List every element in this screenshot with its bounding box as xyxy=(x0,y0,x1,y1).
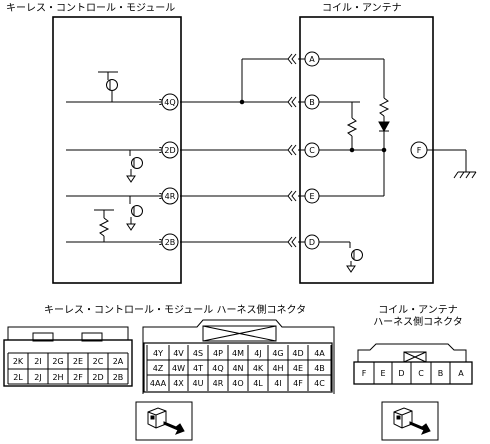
connector-view-icon-right xyxy=(381,401,439,441)
cell-2e: 2E xyxy=(73,357,83,366)
connector-2-cells: 2K 2I 2G 2E 2C 2A 2L 2J 2H 2F 2D 2B xyxy=(13,357,124,382)
cell-4s: 4S xyxy=(193,349,203,358)
connector-4-series xyxy=(142,319,335,394)
cell-antenna-d: D xyxy=(398,369,404,378)
cell-2l: 2L xyxy=(13,373,23,382)
antenna-connector-caption-2: ハーネス側コネクタ xyxy=(373,315,463,328)
cell-4k: 4K xyxy=(253,364,264,373)
cell-4r: 4R xyxy=(213,379,224,388)
cell-4f: 4F xyxy=(293,379,303,388)
cell-4q: 4Q xyxy=(212,364,223,373)
module-title: キーレス・コントロール・モジュール xyxy=(6,3,175,14)
pin-e: E xyxy=(309,192,314,201)
cell-4w: 4W xyxy=(172,364,185,373)
cell-4p: 4P xyxy=(213,349,223,358)
cell-4m: 4M xyxy=(232,349,244,358)
cell-2a: 2A xyxy=(113,357,124,366)
cell-antenna-a: A xyxy=(458,369,464,378)
connector-view-icon-left xyxy=(135,401,193,441)
cell-4l: 4L xyxy=(253,379,263,388)
cell-4i: 4I xyxy=(274,379,281,388)
cell-4j: 4J xyxy=(254,349,261,358)
cell-2c: 2C xyxy=(93,357,104,366)
cell-antenna-f: F xyxy=(362,369,367,378)
module-wires xyxy=(66,102,166,242)
cell-4aa: 4AA xyxy=(150,379,167,388)
harness-wires xyxy=(180,58,288,243)
cell-4g: 4G xyxy=(272,349,283,358)
module-pin-labels: 4Q 2D 4R 2B xyxy=(161,93,179,251)
cell-2b: 2B xyxy=(113,373,124,382)
pin-4r: 4R xyxy=(165,192,176,201)
module-connector-caption: キーレス・コントロール・モジュール ハーネス側コネクタ xyxy=(44,303,306,316)
cell-antenna-e: E xyxy=(380,369,385,378)
antenna-pin-labels: A B C E D F xyxy=(304,51,428,250)
module-internal-circuits xyxy=(94,71,143,242)
cell-2k: 2K xyxy=(13,357,24,366)
pin-b: B xyxy=(309,98,315,107)
cell-4h: 4H xyxy=(272,364,283,373)
connector-4-cells: 4Y 4V 4S 4P 4M 4J 4G 4D 4A 4Z 4W 4T 4Q 4N 4K 4H 4E 4B 4AA 4… xyxy=(150,349,325,388)
cell-4y: 4Y xyxy=(153,349,163,358)
pin-2b: 2B xyxy=(165,238,176,247)
cell-2f: 2F xyxy=(73,373,83,382)
cell-2d: 2D xyxy=(92,373,103,382)
pin-d: D xyxy=(309,238,315,247)
cell-4o: 4O xyxy=(232,379,243,388)
antenna-internal-circuits xyxy=(298,58,477,273)
cell-2i: 2I xyxy=(34,357,41,366)
antenna-connector-caption-1: コイル・アンテナ xyxy=(378,304,458,316)
pin-4q: 4Q xyxy=(164,98,175,107)
cell-4d: 4D xyxy=(292,349,303,358)
cell-antenna-c: C xyxy=(418,369,424,378)
cell-4n: 4N xyxy=(232,364,243,373)
connector-2-series xyxy=(3,326,133,387)
cell-antenna-b: B xyxy=(438,369,444,378)
cell-4x: 4X xyxy=(173,379,184,388)
cell-4c: 4C xyxy=(314,379,325,388)
cell-2j: 2J xyxy=(34,373,41,382)
cell-4z: 4Z xyxy=(153,364,164,373)
cell-4t: 4T xyxy=(193,364,203,373)
cell-2g: 2G xyxy=(52,357,63,366)
connector-coil-antenna xyxy=(353,343,473,385)
pin-a: A xyxy=(309,55,315,64)
cell-2h: 2H xyxy=(52,373,63,382)
cell-4b: 4B xyxy=(314,364,325,373)
pin-c: C xyxy=(309,146,315,155)
antenna-title: コイル・アンテナ xyxy=(322,2,402,14)
pin-2d: 2D xyxy=(164,146,175,155)
cell-4v: 4V xyxy=(173,349,184,358)
cell-4e: 4E xyxy=(293,364,303,373)
cell-4a: 4A xyxy=(314,349,325,358)
cell-4u: 4U xyxy=(193,379,204,388)
pin-f: F xyxy=(417,146,422,155)
antenna-connector-marks xyxy=(287,53,297,248)
